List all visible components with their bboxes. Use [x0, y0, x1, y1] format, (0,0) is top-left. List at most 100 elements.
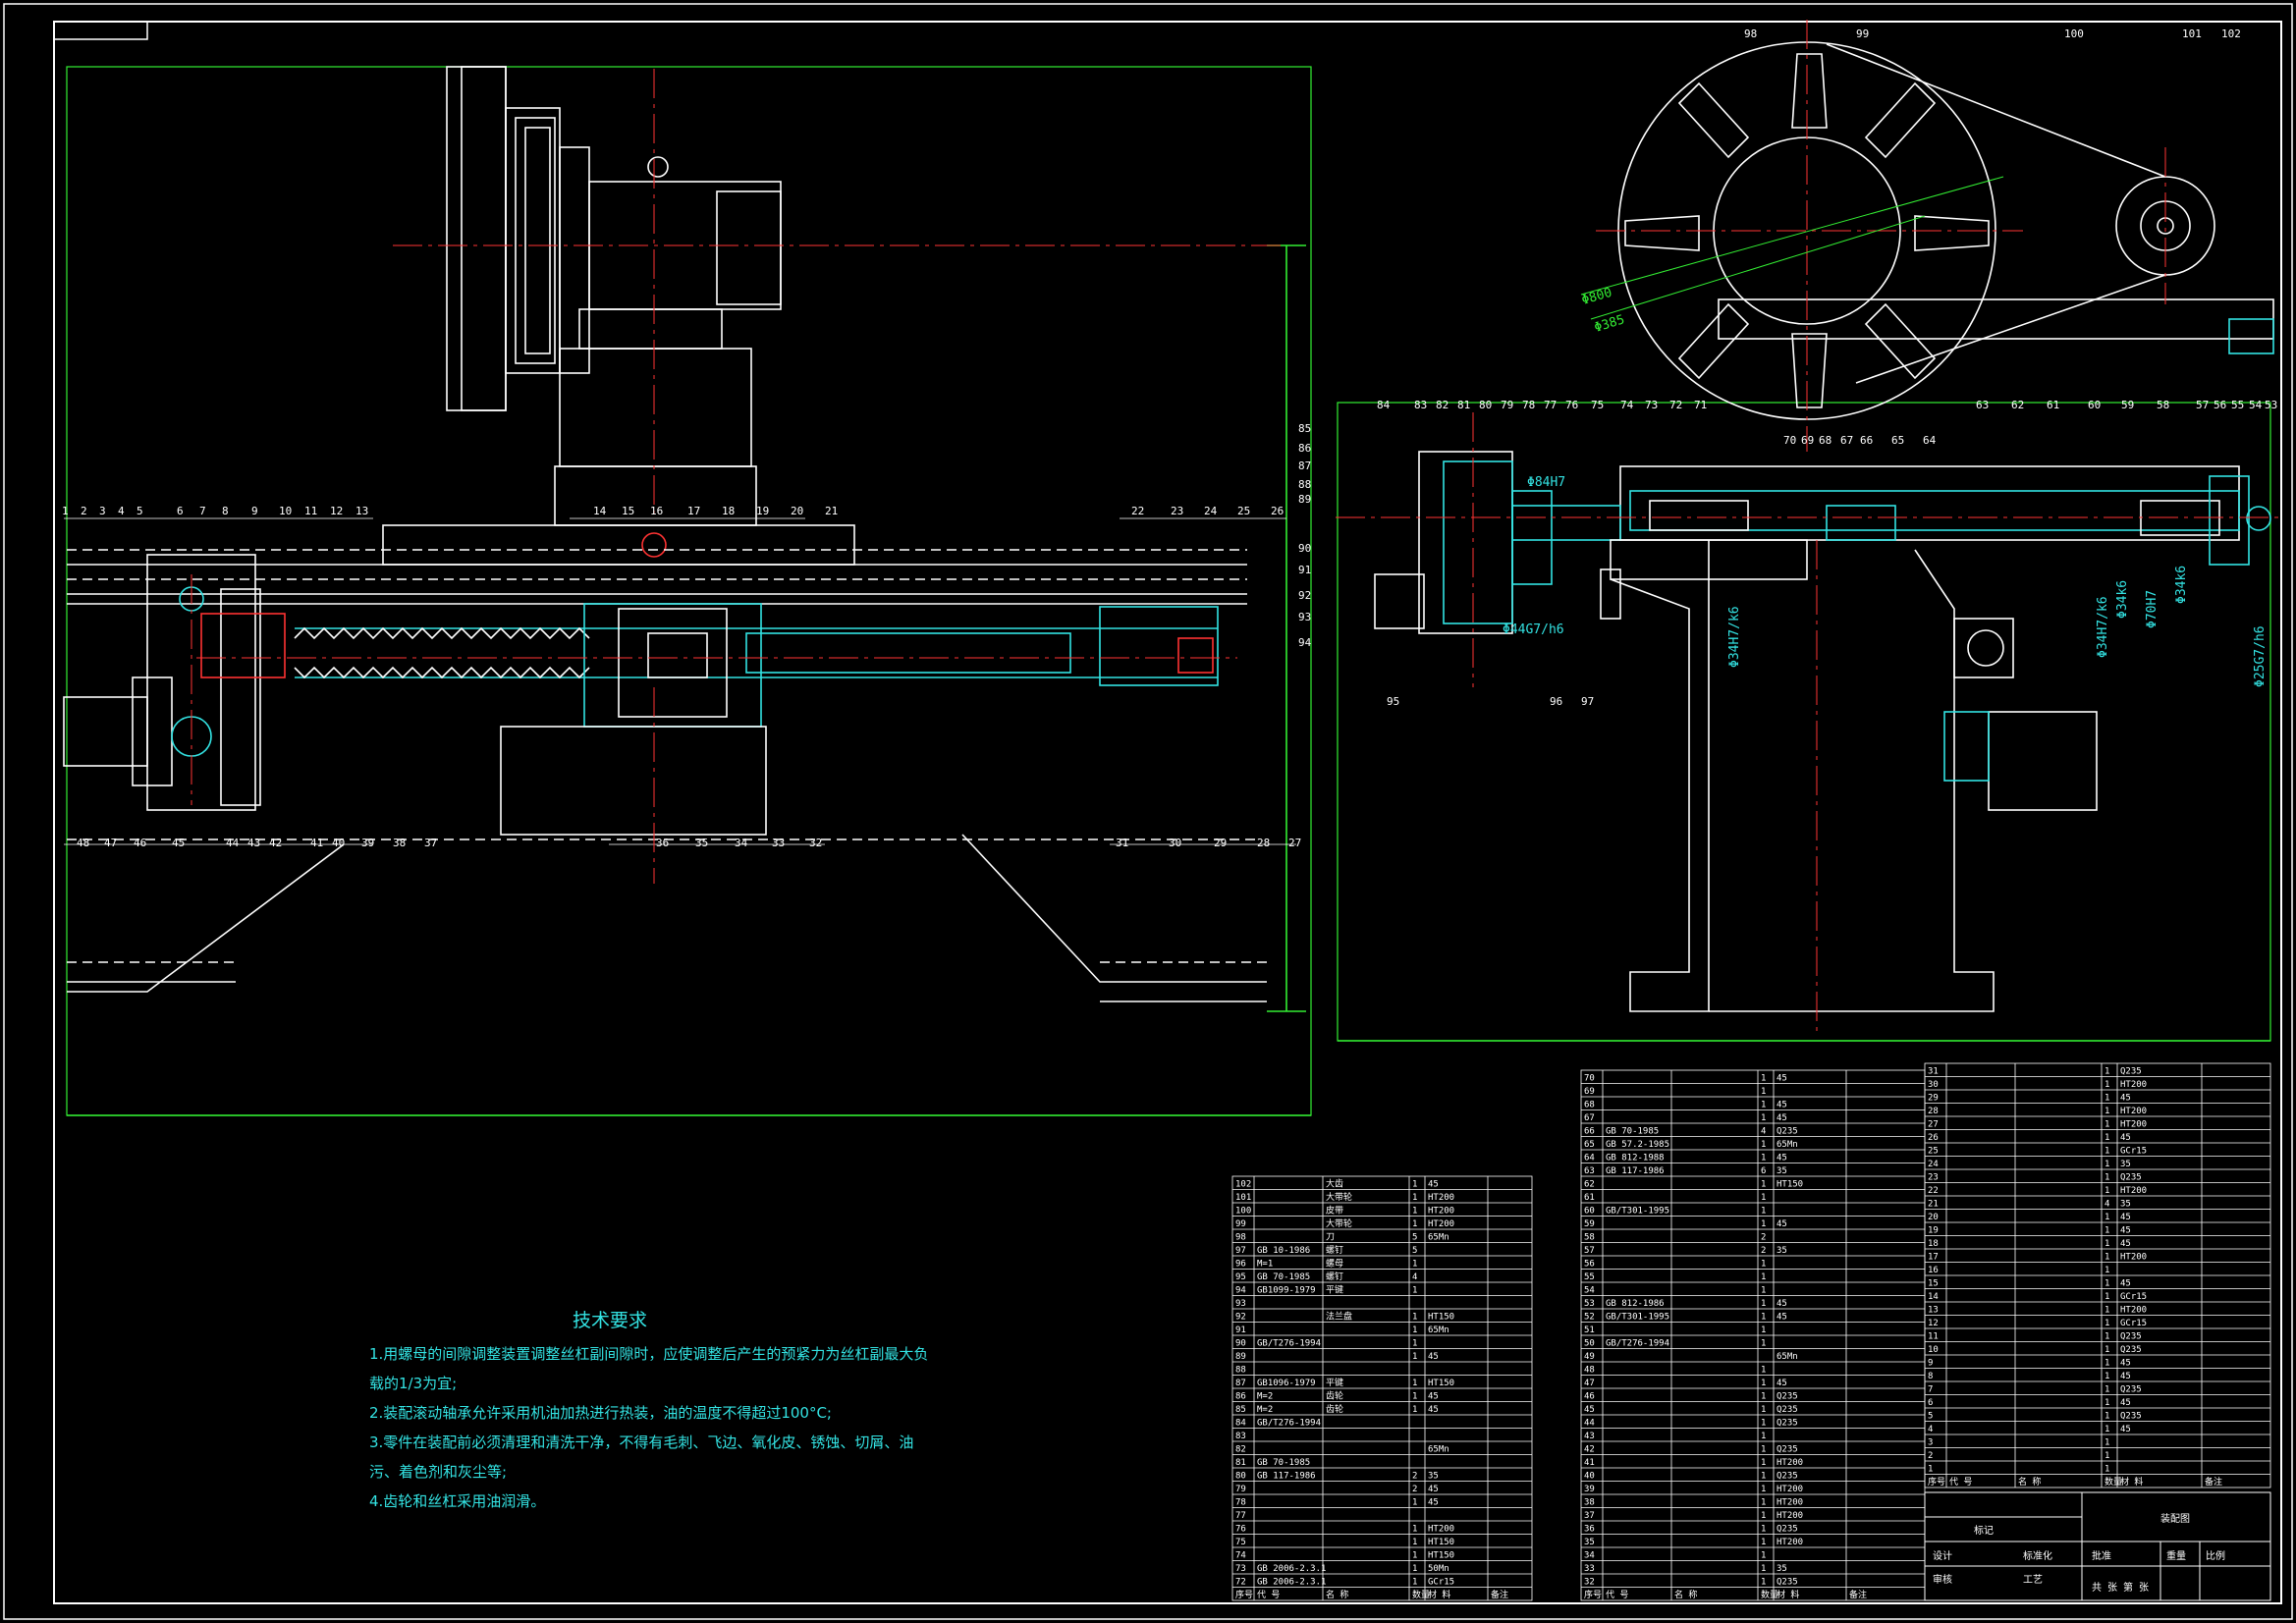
- bom-cell: 1: [1761, 1193, 1766, 1203]
- bom-cell: 16: [1928, 1266, 1939, 1275]
- bom-header-cell: 材 料: [1777, 1589, 1799, 1600]
- bom-cell: 45: [2120, 1226, 2131, 1236]
- callout-6: 6: [177, 505, 184, 517]
- bom-left-table: [1231, 1175, 1533, 1601]
- bom-cell: 1: [2105, 1306, 2109, 1316]
- bom-cell: GB 70-1985: [1257, 1272, 1310, 1282]
- callout-55: 55: [2231, 399, 2244, 411]
- tb-mark: 标记: [1974, 1525, 1994, 1537]
- bom-cell: 1: [1761, 1445, 1766, 1455]
- bom-cell: 1: [2105, 1253, 2109, 1263]
- bom-cell: 1: [2105, 1107, 2109, 1116]
- bom-cell: 1: [1928, 1465, 1933, 1475]
- bom-cell: 1: [1761, 1419, 1766, 1429]
- bom-cell: 1: [1412, 1498, 1417, 1508]
- bom-cell: HT200: [2120, 1306, 2147, 1316]
- bom-cell: 45: [2120, 1133, 2131, 1143]
- bom-cell: 螺母: [1326, 1259, 1343, 1270]
- bom-cell: 1: [1761, 1140, 1766, 1150]
- bom-cell: 1: [1412, 1578, 1417, 1588]
- bom-cell: 57: [1584, 1246, 1595, 1256]
- bom-cell: 35: [1777, 1564, 1787, 1574]
- bom-cell: HT200: [1428, 1525, 1454, 1535]
- bom-cell: 47: [1584, 1379, 1595, 1388]
- bom-cell: 4: [1761, 1127, 1766, 1137]
- bom-header-cell: 名 称: [2018, 1476, 2041, 1488]
- bom-cell: 1: [1761, 1564, 1766, 1574]
- bom-cell: 5: [1412, 1233, 1417, 1243]
- bom-cell: 1: [2105, 1160, 2109, 1169]
- bom-cell: 1: [1761, 1154, 1766, 1163]
- callout-89: 89: [1298, 493, 1311, 506]
- bom-cell: 72: [1235, 1578, 1246, 1588]
- bom-cell: 1: [1761, 1113, 1766, 1123]
- bom-cell: 100: [1235, 1207, 1251, 1217]
- callout-53: 53: [2265, 399, 2277, 411]
- bom-cell: 65Mn: [1777, 1352, 1798, 1362]
- bom-cell: 4: [1412, 1272, 1417, 1282]
- bom-cell: GCr15: [1428, 1578, 1454, 1588]
- bom-cell: 74: [1235, 1551, 1246, 1561]
- bom-cell: 1: [2105, 1465, 2109, 1475]
- bom-cell: GB/T276-1994: [1606, 1339, 1669, 1349]
- bom-cell: 39: [1584, 1485, 1595, 1494]
- bom-cell: HT200: [1777, 1511, 1803, 1521]
- bom-cell: 66: [1584, 1127, 1595, 1137]
- drawing-name: 装配图: [2160, 1512, 2190, 1525]
- bom-cell: 33: [1584, 1564, 1595, 1574]
- bom-cell: 60: [1584, 1207, 1595, 1217]
- bom-cell: GB 70-1985: [1606, 1127, 1659, 1137]
- bom-header-cell: 代 号: [1606, 1590, 1628, 1600]
- bom-cell: 78: [1235, 1498, 1246, 1508]
- bom-cell: Q235: [1777, 1392, 1798, 1402]
- bom-cell: 1: [2105, 1332, 2109, 1342]
- bom-cell: 90: [1235, 1339, 1246, 1349]
- callout-4: 4: [118, 505, 125, 517]
- bom-cell: Q235: [1777, 1472, 1798, 1482]
- callout-30: 30: [1169, 837, 1181, 849]
- bom-cell: GB/T301-1995: [1606, 1313, 1669, 1323]
- bom-cell: 45: [1777, 1379, 1787, 1388]
- callout-58: 58: [2157, 399, 2169, 411]
- bom-cell: HT200: [2120, 1186, 2147, 1196]
- callout-34: 34: [735, 837, 748, 849]
- bom-cell: 2: [1412, 1472, 1417, 1482]
- bom-header-cell: 名 称: [1326, 1589, 1348, 1600]
- bom-cell: 1: [1761, 1180, 1766, 1190]
- bom-cell: 大带轮: [1326, 1191, 1352, 1203]
- bom-cell: 1: [1761, 1286, 1766, 1296]
- callout-5: 5: [137, 505, 143, 517]
- bom-cell: GCr15: [2120, 1319, 2147, 1328]
- callout-28: 28: [1257, 837, 1270, 849]
- bom-header-cell: 备注: [1491, 1589, 1508, 1600]
- bom-cell: 1: [1761, 1485, 1766, 1494]
- callout-81: 81: [1457, 399, 1470, 411]
- bom-cell: 1: [1761, 1087, 1766, 1097]
- bom-cell: Q235: [1777, 1405, 1798, 1415]
- bom-cell: 1: [1412, 1313, 1417, 1323]
- callout-17: 17: [687, 505, 700, 517]
- bom-cell: 51: [1584, 1325, 1595, 1335]
- bom-cell: 1: [1412, 1180, 1417, 1190]
- bom-cell: 86: [1235, 1392, 1246, 1402]
- outer-border: [3, 3, 2293, 1620]
- bom-cell: 1: [1761, 1432, 1766, 1441]
- bom-cell: 87: [1235, 1379, 1246, 1388]
- dim-d25g7h6: Φ25G7/h6: [2253, 625, 2268, 687]
- bom-cell: 35: [1428, 1472, 1439, 1482]
- right-frame: [1337, 402, 2271, 1042]
- callout-71: 71: [1694, 399, 1707, 411]
- bom-cell: HT150: [1428, 1538, 1454, 1547]
- bom-cell: GB/T276-1994: [1257, 1339, 1321, 1349]
- bom-cell: 70: [1584, 1074, 1595, 1084]
- bom-cell: HT200: [1428, 1219, 1454, 1229]
- bom-cell: 73: [1235, 1564, 1246, 1574]
- bom-cell: 76: [1235, 1525, 1246, 1535]
- bom-cell: 1: [1412, 1325, 1417, 1335]
- bom-cell: 1: [1412, 1564, 1417, 1574]
- bom-cell: 98: [1235, 1233, 1246, 1243]
- callout-15: 15: [622, 505, 634, 517]
- bom-cell: 1: [2105, 1226, 2109, 1236]
- callout-64: 64: [1923, 434, 1937, 447]
- bom-cell: 46: [1584, 1392, 1595, 1402]
